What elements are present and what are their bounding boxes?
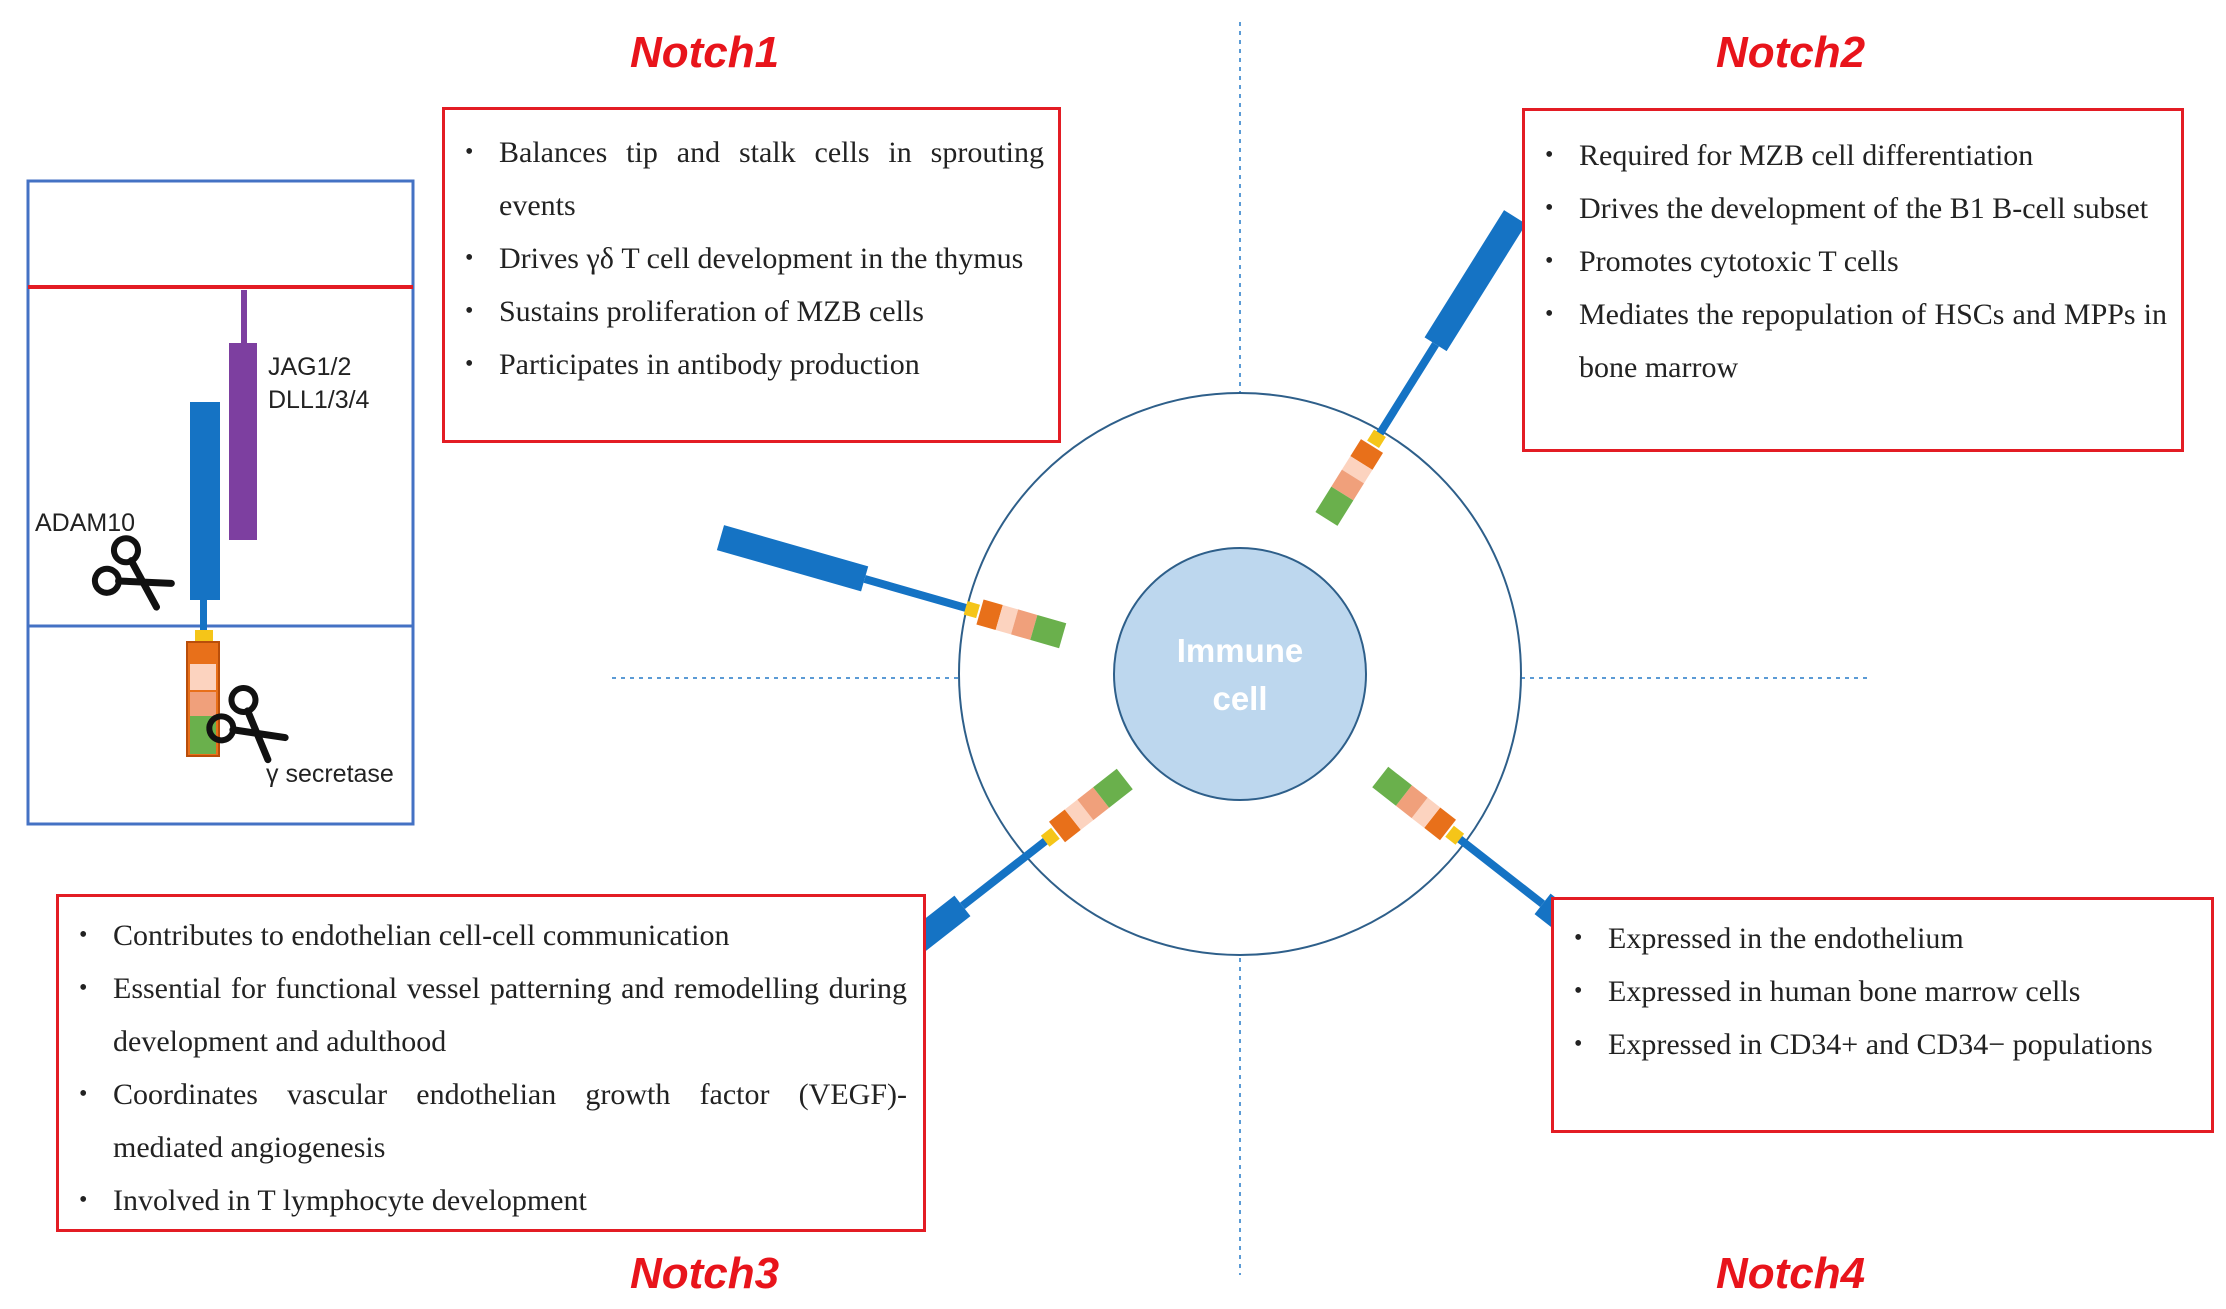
list-item: Involved in T lymphocyte development xyxy=(77,1174,907,1227)
notch1-title: Notch1 xyxy=(630,28,780,77)
notch3-functions-list: Contributes to endothelian cell-cell com… xyxy=(77,909,907,1227)
ligand-body xyxy=(229,343,257,540)
list-item: Expressed in the endothelium xyxy=(1572,912,2197,965)
list-item: Required for MZB cell differentiation xyxy=(1543,129,2167,182)
list-item: Mediates the repopulation of HSCs and MP… xyxy=(1543,288,2167,394)
notch-extracellular-domain xyxy=(190,402,220,600)
cleavage-site xyxy=(195,630,213,642)
list-item: Essential for functional vessel patterni… xyxy=(77,962,907,1068)
ligand-label-1: JAG1/2 xyxy=(268,353,351,381)
list-item: Sustains proliferation of MZB cells xyxy=(463,285,1044,338)
notch4-title: Notch4 xyxy=(1716,1249,1866,1298)
immune-cell-label-1: Immune xyxy=(1177,632,1304,669)
notch1-functions-list: Balances tip and stalk cells in sproutin… xyxy=(463,126,1044,391)
ligand-label-2: DLL1/3/4 xyxy=(268,386,370,414)
list-item: Expressed in CD34+ and CD34− populations xyxy=(1572,1018,2197,1071)
list-item: Promotes cytotoxic T cells xyxy=(1543,235,2167,288)
list-item: Coordinates vascular endothelian growth … xyxy=(77,1068,907,1174)
notch3-functions-box: Contributes to endothelian cell-cell com… xyxy=(56,894,926,1232)
notch4-functions-box: Expressed in the endothelium Expressed i… xyxy=(1551,897,2214,1133)
immune-cell-nucleus xyxy=(1113,547,1367,801)
ligand-stalk xyxy=(241,290,247,346)
list-item: Contributes to endothelian cell-cell com… xyxy=(77,909,907,962)
notch3-title: Notch3 xyxy=(630,1249,780,1298)
list-item: Participates in antibody production xyxy=(463,338,1044,391)
inset-frame xyxy=(26,179,415,826)
nicd-segment-light xyxy=(190,664,216,690)
notch2-title: Notch2 xyxy=(1716,28,1866,77)
secretase-label: γ secretase xyxy=(266,760,394,788)
list-item: Expressed in human bone marrow cells xyxy=(1572,965,2197,1018)
notch4-functions-list: Expressed in the endothelium Expressed i… xyxy=(1572,912,2197,1071)
adam10-label: ADAM10 xyxy=(35,509,135,537)
list-item: Drives the development of the B1 B-cell … xyxy=(1543,182,2167,235)
list-item: Balances tip and stalk cells in sproutin… xyxy=(463,126,1044,232)
immune-cell-label-2: cell xyxy=(1212,680,1267,717)
notch-transmembrane xyxy=(200,598,207,630)
list-item: Drives γδ T cell development in the thym… xyxy=(463,232,1044,285)
cleavage-inset: JAG1/2 DLL1/3/4 ADAM10 γ secretase xyxy=(26,179,415,826)
notch2-functions-list: Required for MZB cell differentiation Dr… xyxy=(1543,129,2167,394)
nicd-segment-mid xyxy=(190,692,216,716)
notch2-functions-box: Required for MZB cell differentiation Dr… xyxy=(1522,108,2184,452)
notch1-functions-box: Balances tip and stalk cells in sproutin… xyxy=(442,107,1061,443)
